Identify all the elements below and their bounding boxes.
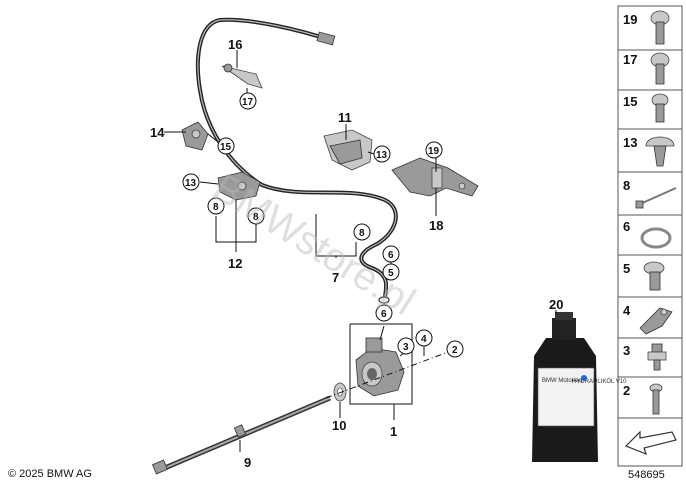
sidebar-item-8[interactable]: 8 [623,178,630,193]
label-7[interactable]: 7 [332,270,339,285]
label-8-left[interactable]: 8 [213,202,219,213]
valve-3-icon [647,343,667,371]
label-5[interactable]: 5 [388,268,394,279]
brake-hose[interactable] [195,17,398,299]
label-13-center[interactable]: 13 [376,150,388,161]
sidebar-item-15[interactable]: 15 [623,94,637,109]
label-19[interactable]: 19 [428,146,440,157]
holder-18[interactable] [391,157,479,197]
sidebar-item-13[interactable]: 13 [623,135,637,150]
pin-2-icon [649,383,663,415]
label-15[interactable]: 15 [220,142,232,153]
screw-19-icon [650,10,670,45]
label-18[interactable]: 18 [429,218,443,233]
sidebar-item-3[interactable]: 3 [623,343,630,358]
label-12[interactable]: 12 [228,256,242,271]
label-16[interactable]: 16 [228,37,242,52]
sidebar-item-2[interactable]: 2 [623,383,630,398]
hose-clip-16[interactable] [221,63,263,89]
sidebar-item-4[interactable]: 4 [623,303,631,318]
sidebar-item-6[interactable]: 6 [623,219,630,234]
label-17[interactable]: 17 [242,97,254,108]
label-8-center[interactable]: 8 [359,228,365,239]
bracket-11[interactable] [323,129,373,171]
label-10[interactable]: 10 [332,418,346,433]
callout-labels: 16 17 14 15 13 8 8 12 11 13 19 18 8 7 6 … [150,37,563,470]
label-11[interactable]: 11 [338,110,352,125]
label-6-lower[interactable]: 6 [381,309,387,320]
master-cylinder-1[interactable] [355,337,405,397]
label-2[interactable]: 2 [452,345,458,356]
expanding-rivet-13-icon [645,136,675,167]
parts-sidebar: 19 17 15 13 8 6 5 4 3 2 [617,5,683,467]
sidebar-item-19[interactable]: 19 [623,12,637,27]
bracket-12[interactable] [217,171,261,201]
push-rod-9[interactable] [151,395,331,475]
o-ring-6[interactable] [378,296,390,304]
copyright-text: © 2025 BMW AG [8,468,92,480]
watermark-text: BMWstore.pl [205,165,422,324]
label-14[interactable]: 14 [150,125,165,140]
banjo-bolt-5-icon [643,261,665,291]
label-8-right[interactable]: 8 [253,212,259,223]
bottle-label-text: HYDRAULIKÖL V10 [572,378,627,385]
lever-4-icon [639,307,673,335]
label-4[interactable]: 4 [421,334,427,345]
screw-17-icon [650,52,670,85]
label-13-left[interactable]: 13 [185,178,197,189]
o-ring-6-icon [640,227,672,249]
label-9[interactable]: 9 [244,455,251,470]
label-1[interactable]: 1 [390,424,397,439]
washer-10[interactable] [333,382,347,402]
label-20[interactable]: 20 [549,297,563,312]
screw-15-icon [651,93,669,123]
sidebar-item-17[interactable]: 17 [623,52,637,67]
cable-tie-8-icon [635,187,677,209]
sidebar-item-5[interactable]: 5 [623,261,630,276]
holder-14[interactable] [181,121,209,151]
image-number: 548695 [628,469,665,481]
label-3[interactable]: 3 [403,342,409,353]
bottle-brand-text: BMW Motorrad [542,378,582,384]
label-6-upper[interactable]: 6 [388,250,394,261]
brake-fluid-bottle-20[interactable]: BMW Motorrad HYDRAULIKÖL V10 [532,312,627,462]
navigation-arrow-icon[interactable] [624,430,677,456]
